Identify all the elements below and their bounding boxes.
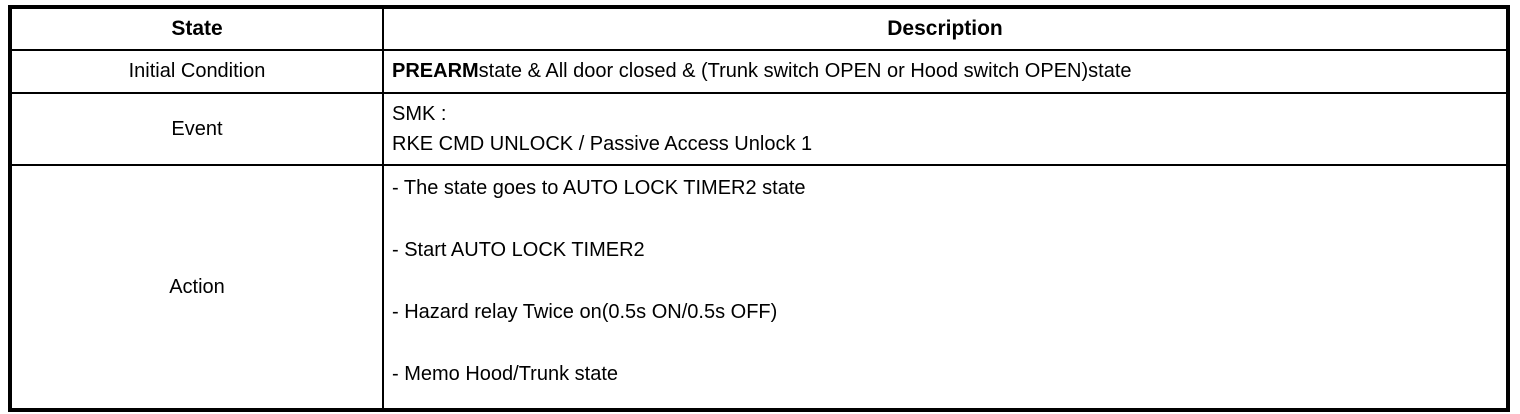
state-description-table: State Description Initial Condition PREA… xyxy=(8,5,1510,412)
table-header-row: State Description xyxy=(9,6,1509,51)
event-line: SMK : xyxy=(392,103,447,125)
table-row-action: Action - The state goes to AUTO LOCK TIM… xyxy=(9,164,1509,411)
event-line: RKE CMD UNLOCK / Passive Access Unlock 1 xyxy=(392,133,813,155)
action-item: - Memo Hood/Trunk state xyxy=(392,363,619,385)
initial-condition-bold-text: PREARM xyxy=(392,60,479,82)
action-item: - Start AUTO LOCK TIMER2 xyxy=(392,239,645,261)
action-item: - Hazard relay Twice on(0.5s ON/0.5s OFF… xyxy=(392,301,778,323)
description-cell-action: - The state goes to AUTO LOCK TIMER2 sta… xyxy=(382,164,1509,411)
column-header-description: Description xyxy=(382,6,1509,51)
column-header-state: State xyxy=(9,6,384,51)
description-cell-initial-condition: PREARMstate & All door closed & (Trunk s… xyxy=(382,49,1509,94)
state-cell-event: Event xyxy=(9,92,384,166)
state-cell-initial-condition: Initial Condition xyxy=(9,49,384,94)
description-cell-event: SMK : RKE CMD UNLOCK / Passive Access Un… xyxy=(382,92,1509,166)
table-row-event: Event SMK : RKE CMD UNLOCK / Passive Acc… xyxy=(9,92,1509,166)
table-row-initial-condition: Initial Condition PREARMstate & All door… xyxy=(9,49,1509,94)
initial-condition-text: state & All door closed & (Trunk switch … xyxy=(478,60,1132,82)
action-item: - The state goes to AUTO LOCK TIMER2 sta… xyxy=(392,177,806,199)
state-cell-action: Action xyxy=(9,164,384,411)
